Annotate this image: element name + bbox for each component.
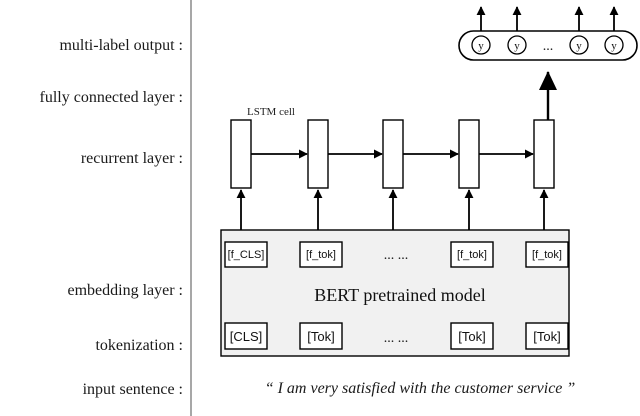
token-label: [Tok]	[533, 329, 560, 344]
output-node	[471, 35, 491, 55]
output-node-label: y	[514, 40, 520, 52]
embedding-ellipsis: ... ...	[384, 248, 409, 263]
output-capsule	[458, 30, 638, 61]
embedding-box	[450, 241, 494, 268]
embedding-box	[224, 241, 268, 268]
token-box	[299, 322, 343, 350]
label-fully-connected-layer: fully connected layer :	[40, 89, 184, 106]
embedding-box	[525, 241, 569, 268]
embedding-label: [f_CLS]	[228, 249, 265, 261]
token-label: [Tok]	[458, 329, 485, 344]
lstm-cell	[230, 119, 252, 189]
embedding-label: [f_tok]	[532, 249, 562, 261]
input-sentence-text: “ I am very satisfied with the customer …	[265, 380, 576, 397]
bert-model-box	[220, 229, 570, 357]
lstm-cell	[458, 119, 480, 189]
embedding-label: [f_tok]	[306, 249, 336, 261]
output-node	[507, 35, 527, 55]
label-input-sentence: input sentence :	[83, 381, 183, 398]
bert-label: BERT pretrained model	[314, 285, 486, 305]
token-box	[450, 322, 494, 350]
fully-connected-arrowhead	[539, 71, 557, 90]
embedding-label: [f_tok]	[457, 249, 487, 261]
token-label: [Tok]	[307, 329, 334, 344]
output-node	[569, 35, 589, 55]
output-node	[604, 35, 624, 55]
lstm-cell-caption: LSTM cell	[247, 106, 295, 118]
output-ellipsis: ...	[543, 39, 554, 54]
output-node-label: y	[576, 40, 582, 52]
token-label: [CLS]	[230, 329, 263, 344]
lstm-cell	[382, 119, 404, 189]
embedding-box	[299, 241, 343, 268]
output-node-label: y	[478, 40, 484, 52]
label-recurrent-layer: recurrent layer :	[81, 150, 183, 167]
token-ellipsis: ... ...	[384, 331, 409, 346]
lstm-cell	[307, 119, 329, 189]
lstm-cell	[533, 119, 555, 189]
label-embedding-layer: embedding layer :	[67, 282, 183, 299]
token-box	[224, 322, 268, 350]
output-node-label: y	[611, 40, 617, 52]
label-tokenization: tokenization :	[95, 337, 183, 354]
label-multi-label-output: multi-label output :	[59, 37, 183, 54]
token-box	[525, 322, 569, 350]
